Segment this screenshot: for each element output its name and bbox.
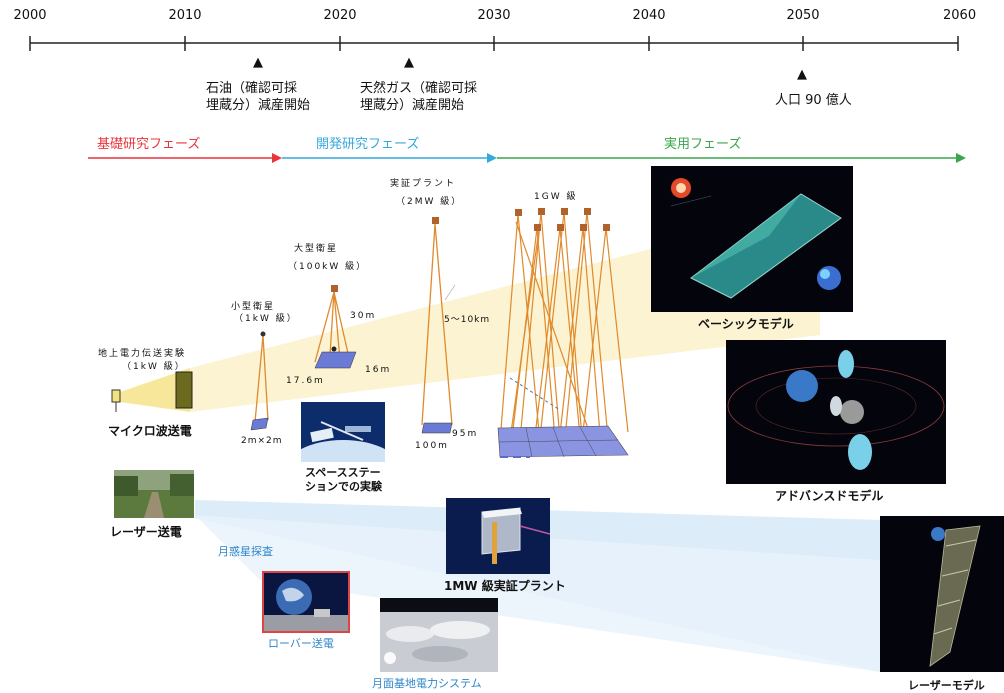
advanced-model-image bbox=[726, 340, 946, 484]
laser-experiment-photo bbox=[114, 470, 194, 518]
phase-development-label: 開発研究フェーズ bbox=[316, 137, 420, 152]
rover-label: ローバー送電 bbox=[268, 637, 334, 650]
demo-plant-height: 5～10km bbox=[444, 315, 491, 325]
space-station-label-line2: ションでの実験 bbox=[305, 480, 382, 493]
basic-model-label: ベーシックモデル bbox=[698, 317, 794, 331]
lunar-exploration-label: 月惑星探査 bbox=[218, 545, 273, 558]
small-satellite-class: （1kW 級） bbox=[234, 314, 298, 324]
laser-model-label: レーザーモデル bbox=[908, 679, 985, 692]
event-population: 人口 90 億人 bbox=[775, 93, 852, 108]
laser-label: レーザー送電 bbox=[110, 525, 182, 539]
advanced-model-label: アドバンスドモデル bbox=[775, 489, 884, 503]
ground-experiment-label: 地上電力伝送実験 bbox=[98, 349, 187, 359]
year-label: 2030 bbox=[477, 8, 511, 23]
mw-plant-photo bbox=[446, 498, 550, 574]
mw-plant-label: 1MW 級実証プラント bbox=[444, 579, 566, 593]
event-marker-icon: ▲ bbox=[797, 67, 807, 82]
gw-plant-label: 1GW 級 bbox=[534, 192, 578, 202]
large-satellite-class: （100kW 級） bbox=[288, 262, 368, 272]
demo-plant-class: （2MW 級） bbox=[396, 197, 463, 207]
large-satellite-icon bbox=[314, 285, 357, 369]
lunar-base-photo bbox=[380, 598, 498, 672]
space-station-label-line1: スペースステー bbox=[305, 466, 381, 479]
event-marker-icon: ▲ bbox=[253, 55, 263, 70]
microwave-label: マイクロ波送電 bbox=[108, 424, 192, 438]
demo-plant-label: 実証プラント bbox=[390, 179, 457, 189]
small-satellite-size: 2m×2m bbox=[241, 436, 283, 446]
event-gas-line1: 天然ガス（確認可採 bbox=[360, 81, 478, 96]
demo-plant-width: 95m bbox=[452, 429, 479, 439]
year-label: 2060 bbox=[943, 8, 977, 23]
phase-arrows bbox=[88, 153, 966, 163]
phase-practical-label: 実用フェーズ bbox=[664, 137, 742, 152]
event-oil-line2: 埋蔵分）減産開始 bbox=[206, 98, 311, 113]
lunar-base-label: 月面基地電力システム bbox=[372, 677, 482, 690]
year-label: 2040 bbox=[632, 8, 666, 23]
event-oil-line1: 石油（確認可採 bbox=[206, 81, 298, 96]
demo-plant-span: 100m bbox=[415, 441, 449, 451]
small-satellite-icon bbox=[250, 331, 269, 431]
event-marker-icon: ▲ bbox=[404, 55, 414, 70]
rover-photo bbox=[262, 571, 350, 633]
small-satellite-label: 小型衛星 bbox=[231, 302, 276, 312]
year-label: 2050 bbox=[786, 8, 820, 23]
ground-antenna-icon bbox=[111, 371, 193, 412]
event-gas-line2: 埋蔵分）減産開始 bbox=[360, 98, 465, 113]
phase-basic-label: 基礎研究フェーズ bbox=[97, 137, 201, 152]
ground-experiment-class: （1kW 級） bbox=[122, 362, 186, 372]
year-label: 2020 bbox=[323, 8, 357, 23]
year-label: 2000 bbox=[13, 8, 47, 23]
basic-model-image bbox=[651, 166, 853, 312]
large-satellite-label: 大型衛星 bbox=[294, 244, 339, 254]
large-satellite-height: 30m bbox=[350, 311, 377, 321]
large-satellite-span: 17.6m bbox=[286, 376, 325, 386]
year-label: 2010 bbox=[168, 8, 202, 23]
gw-plant-icon bbox=[499, 211, 629, 443]
timeline-axis bbox=[29, 36, 959, 51]
demo-plant-icon bbox=[421, 217, 453, 434]
space-station-photo bbox=[301, 402, 385, 462]
large-satellite-width: 16m bbox=[365, 365, 392, 375]
laser-model-image bbox=[880, 516, 1004, 672]
